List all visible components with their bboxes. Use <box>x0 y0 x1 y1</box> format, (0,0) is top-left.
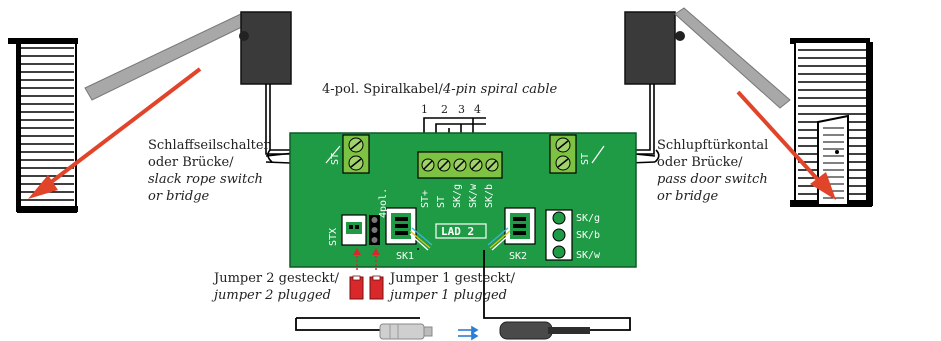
left-movement-arrow <box>28 67 202 199</box>
right-switch-line2: oder Brücke/ <box>657 155 743 170</box>
left-switch-line1: Schlaffseilschalter <box>148 138 270 153</box>
plug-direction-icon <box>458 325 479 341</box>
board-name: LAD 2 <box>441 225 474 238</box>
right-movement-arrow <box>736 90 836 200</box>
right-switch-line3: pass door switch <box>657 172 768 187</box>
pin-st-plus: ST+ <box>420 190 431 208</box>
bottom-cable <box>295 248 631 341</box>
right-switch-line4: or bridge <box>657 189 719 204</box>
sk1-label: SK1 <box>396 251 414 262</box>
left-switch-line4: or bridge <box>148 189 210 204</box>
jumper-2-label: Jumper 2 gesteckt/ jumper 2 plugged <box>214 270 339 304</box>
cable-pin-1: 1 <box>421 103 428 116</box>
jumpers <box>349 248 384 300</box>
right-operator <box>624 7 791 109</box>
right-pin-sk-b: SK/b <box>576 230 600 241</box>
lad2-circuit-board: ST ST STX 4pol. ST+ ST SK/g SK/w SK/b SK… <box>289 132 637 268</box>
right-pin-sk-w: SK/w <box>576 250 601 261</box>
left-switch-label: Schlaffseilschalter oder Brücke/ slack r… <box>148 137 270 205</box>
right-garage-door <box>790 38 873 207</box>
cable-pin-3: 3 <box>458 103 465 116</box>
jumper-2-label-de: Jumper 2 gesteckt/ <box>214 271 340 286</box>
st-label-left: ST <box>330 153 341 165</box>
plug-left-icon <box>379 323 425 340</box>
jumper-2-label-en: jumper 2 plugged <box>214 288 332 303</box>
stx-label: STX <box>328 228 339 246</box>
pin-st: ST <box>436 196 447 208</box>
st-label-right: ST <box>580 153 591 165</box>
jumper-1-label-de: Jumper 1 gesteckt/ <box>390 271 516 286</box>
right-switch-line1: Schlupftürkontal <box>657 138 769 153</box>
jumper-1-label: Jumper 1 gesteckt/ jumper 1 plugged <box>390 270 515 304</box>
left-switch-line2: oder Brücke/ <box>148 155 234 170</box>
plug-right-icon <box>499 321 553 340</box>
spiral-cable-label-de: 4-pol. Spiralkabel/ <box>322 82 443 97</box>
pin-sk-g: SK/g <box>452 184 463 208</box>
left-operator <box>84 11 292 101</box>
cable-pin-2: 2 <box>441 103 448 116</box>
pin-sk-b: SK/b <box>484 184 495 208</box>
pol4-label: 4pol. <box>378 188 389 218</box>
jumper-1-label-en: jumper 1 plugged <box>390 288 508 303</box>
spiral-cable-label: 4-pol. Spiralkabel/4-pin spiral cable <box>322 81 557 98</box>
right-switch-label: Schlupftürkontal oder Brücke/ pass door … <box>657 137 768 205</box>
spiral-cable-label-en: 4-pin spiral cable <box>442 82 558 97</box>
right-pin-sk-g: SK/g <box>576 213 600 224</box>
cable-pin-4: 4 <box>474 103 481 116</box>
pin-sk-w: SK/w <box>468 183 479 208</box>
sk2-label: SK2 <box>509 251 527 262</box>
left-switch-line3: slack rope switch <box>148 172 263 187</box>
